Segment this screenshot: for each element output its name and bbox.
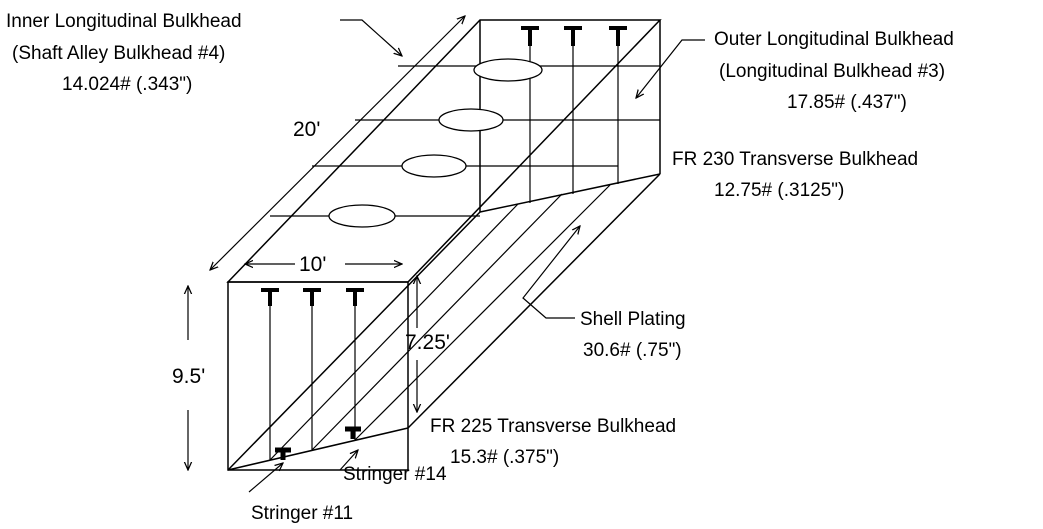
shell-plating-weight: 30.6# (.75")	[583, 340, 682, 361]
lightening-hole	[473, 58, 543, 82]
height-dimension: 9.5'	[172, 365, 205, 388]
bottom-diagonal-edge	[407, 173, 661, 429]
inner-bulkhead-subtitle: (Shaft Alley Bulkhead #4)	[12, 43, 225, 64]
depth-dimension: 7.25'	[405, 331, 450, 354]
stringer11-label: Stringer #11	[251, 503, 353, 524]
stringer-11-icon	[275, 447, 291, 460]
lightening-hole	[401, 154, 467, 178]
outer-bulkhead-subtitle: (Longitudinal Bulkhead #3)	[719, 61, 945, 82]
fr230-weight: 12.75# (.3125")	[714, 180, 844, 201]
stringer14-leader	[339, 450, 358, 471]
tee-stiffener-icon	[346, 288, 364, 306]
lightening-hole	[438, 108, 504, 132]
inner-bulkhead-title: Inner Longitudinal Bulkhead	[6, 11, 242, 32]
length-dimension: 20'	[293, 118, 320, 141]
rear-bottom-edge	[479, 173, 661, 213]
shell-leader	[522, 226, 580, 319]
inner-bulkhead-weight: 14.024# (.343")	[62, 74, 192, 95]
tee-stiffener-icon	[609, 26, 627, 46]
fr225-weight: 15.3# (.375")	[450, 447, 559, 468]
tee-stiffener-icon	[521, 26, 539, 46]
shell-stiffeners	[269, 184, 611, 461]
fr230-title: FR 230 Transverse Bulkhead	[672, 149, 918, 170]
width-dimension: 10'	[299, 253, 326, 276]
box-outline	[226, 19, 662, 471]
stringer11-leader	[248, 463, 283, 493]
top-face	[226, 19, 662, 283]
outer-bulkhead-title: Outer Longitudinal Bulkhead	[714, 29, 954, 50]
fr225-title: FR 225 Transverse Bulkhead	[430, 416, 676, 437]
outer-bulkhead-leader	[636, 39, 705, 98]
stringer14-label: Stringer #14	[343, 464, 447, 485]
leader-lines	[248, 19, 705, 493]
lightening-hole	[328, 204, 396, 228]
fr225-stiffeners	[261, 288, 364, 460]
dimension-lines	[188, 16, 465, 470]
front-bottom-slope	[227, 427, 409, 471]
tee-stiffener-icon	[261, 288, 279, 306]
tee-stiffener-icon	[303, 288, 321, 306]
length-arrow	[210, 16, 465, 270]
bulkhead-frames	[270, 58, 660, 228]
outer-bulkhead-weight: 17.85# (.437")	[787, 92, 907, 113]
tee-stiffener-icon	[564, 26, 582, 46]
fr230-stiffeners	[521, 26, 627, 203]
shell-plating-title: Shell Plating	[580, 309, 686, 330]
inner-bulkhead-leader	[340, 19, 402, 56]
stringer-14-icon	[345, 426, 361, 439]
